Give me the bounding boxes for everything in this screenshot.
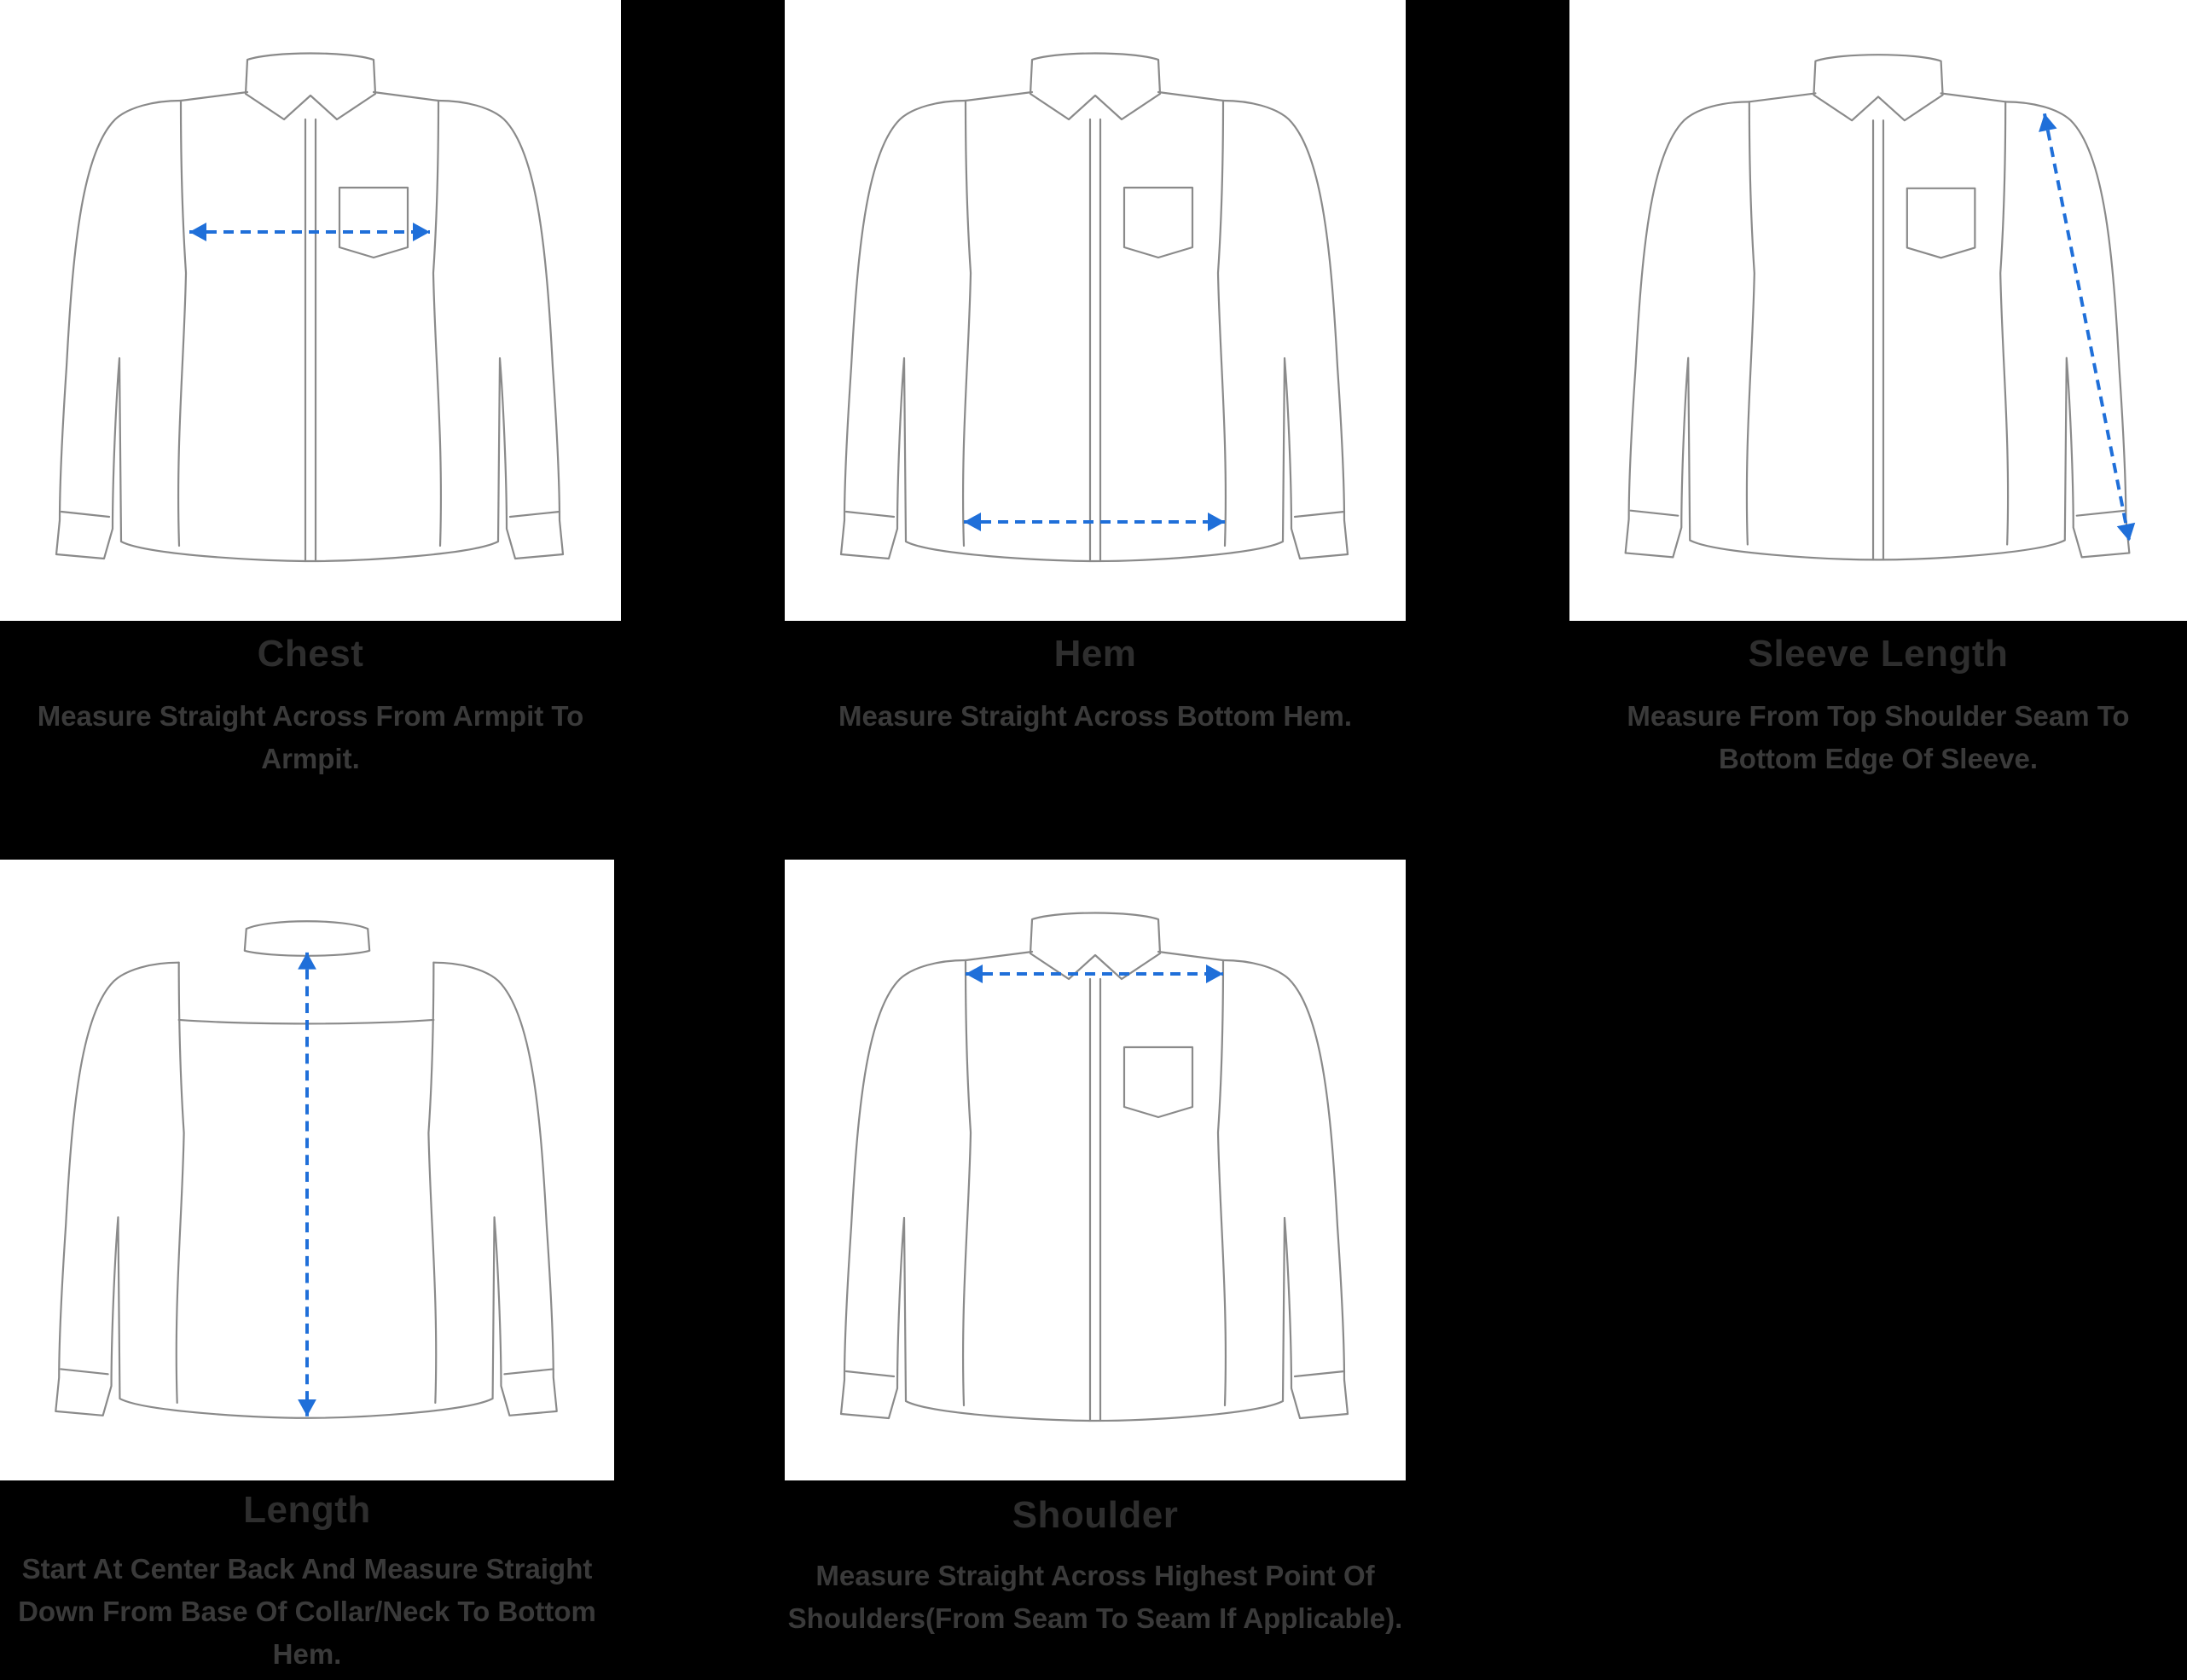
left-cuff-line bbox=[844, 1370, 896, 1378]
right-cuff-line bbox=[503, 1368, 554, 1376]
placket bbox=[1871, 119, 1885, 561]
arrowhead-start bbox=[298, 952, 316, 970]
placket bbox=[1088, 118, 1102, 563]
shirt-body bbox=[55, 961, 558, 1419]
left-armhole-seam bbox=[1745, 101, 1755, 546]
arrowhead-start bbox=[964, 513, 981, 531]
shirt-diagram-length bbox=[55, 920, 558, 1419]
left-cuff-line bbox=[60, 1368, 109, 1376]
measure-desc-sleeve-length: Measure From Top Shoulder Seam To Bottom… bbox=[1627, 700, 2130, 774]
placket bbox=[304, 118, 317, 563]
chest-pocket bbox=[1123, 186, 1194, 259]
shirt-outline bbox=[1624, 54, 2131, 561]
arrowhead-end bbox=[1208, 513, 1225, 531]
arrowhead-end bbox=[298, 1399, 316, 1416]
right-cuff-line bbox=[1293, 510, 1346, 518]
measure-title-length: Length bbox=[243, 1489, 371, 1531]
measure-arrow bbox=[189, 223, 430, 241]
arrow-dashed-line bbox=[2042, 113, 2132, 542]
shirt-diagram-hem bbox=[839, 52, 1349, 563]
left-cuff-line bbox=[1629, 509, 1679, 517]
measure-desc-hem: Measure Straight Across Bottom Hem. bbox=[838, 700, 1353, 732]
collar bbox=[1029, 912, 1162, 981]
shirt-panel-length bbox=[0, 860, 614, 1480]
shoulder-seams bbox=[179, 90, 440, 102]
chest-pocket bbox=[1123, 1046, 1194, 1119]
shirt-body bbox=[839, 99, 1349, 563]
right-armhole-seam bbox=[1216, 959, 1227, 1407]
shirt-body bbox=[1624, 101, 2131, 561]
collar bbox=[1813, 54, 1944, 122]
arrowhead-start bbox=[189, 223, 206, 241]
arrowhead-end bbox=[413, 223, 430, 241]
left-armhole-seam bbox=[961, 959, 972, 1407]
back-collar bbox=[243, 920, 371, 957]
measure-desc-chest: Measure Straight Across From Armpit To A… bbox=[37, 700, 584, 774]
shirt-outline bbox=[839, 912, 1349, 1422]
shirt-body bbox=[839, 959, 1349, 1422]
measure-desc-length: Start At Center Back And Measure Straigh… bbox=[18, 1553, 596, 1670]
arrowhead-start bbox=[2039, 113, 2057, 132]
shirt-body bbox=[55, 99, 565, 563]
shirt-panel-shoulder bbox=[785, 860, 1406, 1480]
left-armhole-seam bbox=[961, 99, 972, 547]
shoulder-seams bbox=[964, 90, 1225, 102]
measure-arrow bbox=[964, 513, 1225, 531]
shirt-outline bbox=[839, 52, 1349, 563]
right-armhole-seam bbox=[1216, 99, 1227, 547]
shirt-diagram-shoulder bbox=[839, 912, 1349, 1422]
left-armhole-seam bbox=[175, 961, 185, 1405]
right-cuff-line bbox=[2075, 509, 2127, 517]
collar bbox=[244, 52, 377, 121]
shirt-panel-hem bbox=[785, 0, 1406, 621]
shirt-panel-chest bbox=[0, 0, 621, 621]
measure-desc-shoulder: Measure Straight Across Highest Point Of… bbox=[787, 1560, 1403, 1634]
right-cuff-line bbox=[508, 510, 561, 518]
right-armhole-seam bbox=[427, 961, 438, 1405]
shoulder-seams bbox=[1748, 92, 2007, 103]
shirt-outline bbox=[55, 52, 565, 563]
collar bbox=[1029, 52, 1162, 121]
shirt-diagram-chest bbox=[55, 52, 565, 563]
measure-title-shoulder: Shoulder bbox=[1012, 1494, 1179, 1536]
measure-title-sleeve-length: Sleeve Length bbox=[1748, 633, 2009, 675]
right-armhole-seam bbox=[432, 99, 443, 547]
arrowhead-end bbox=[1206, 965, 1223, 983]
left-cuff-line bbox=[844, 510, 896, 518]
right-armhole-seam bbox=[1999, 101, 2010, 546]
measure-arrow bbox=[966, 965, 1223, 983]
chest-pocket bbox=[1906, 187, 1976, 259]
left-armhole-seam bbox=[177, 99, 188, 547]
arrowhead-start bbox=[966, 965, 983, 983]
measure-arrow bbox=[298, 952, 316, 1416]
arrowhead-end bbox=[2116, 522, 2136, 542]
right-cuff-line bbox=[1293, 1370, 1346, 1378]
shirt-diagram-sleeve-length bbox=[1624, 54, 2136, 561]
chest-pocket bbox=[338, 186, 409, 259]
measure-title-chest: Chest bbox=[257, 633, 364, 675]
placket bbox=[1088, 977, 1102, 1422]
shirt-panel-sleeve-length bbox=[1569, 0, 2187, 621]
left-cuff-line bbox=[60, 510, 111, 518]
measure-arrow bbox=[2039, 113, 2136, 542]
measure-title-hem: Hem bbox=[1053, 633, 1137, 675]
shoulder-seams bbox=[964, 950, 1225, 962]
